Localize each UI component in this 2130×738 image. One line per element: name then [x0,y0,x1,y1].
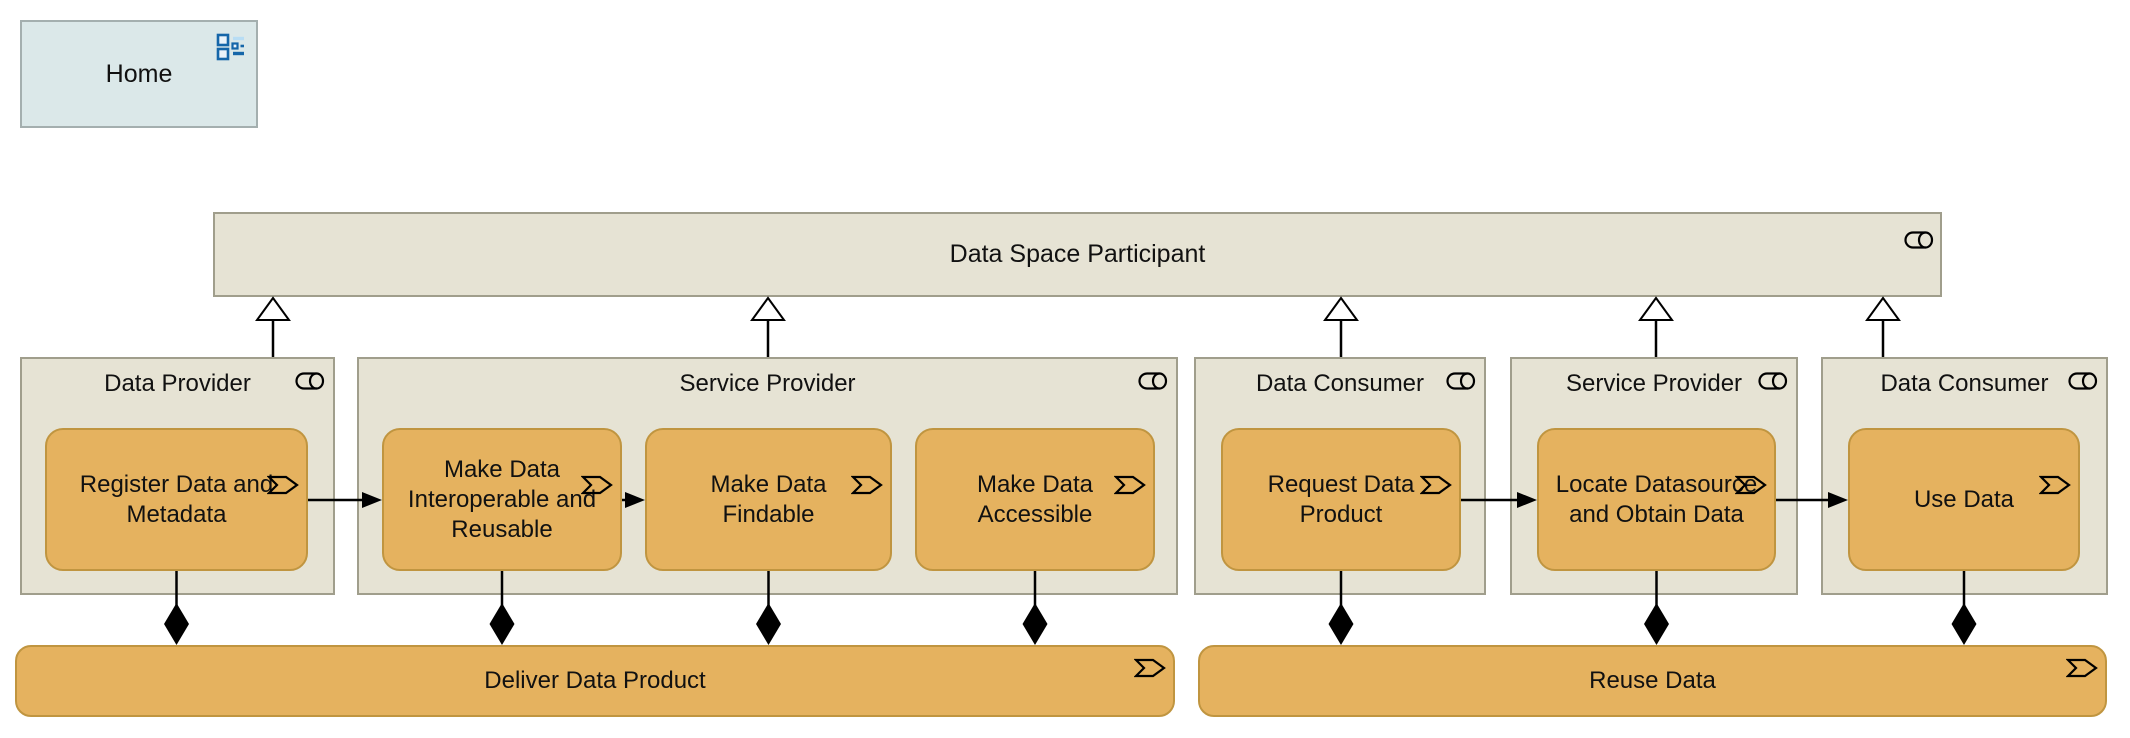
process-label: Make Data Interoperable and Reusable [407,455,597,543]
business-process-icon [1419,443,1452,503]
business-role-icon [1138,372,1168,395]
home-label: Home [105,59,173,88]
business-role-icon [1904,227,1934,256]
role-data-space-participant[interactable]: Data Space Participant [213,212,1942,297]
process-reuse-data[interactable]: Reuse Data [1198,645,2107,717]
business-role-icon [1446,372,1476,395]
process-make-data-findable[interactable]: Make Data Findable [645,428,892,571]
process-label: Register Data and Metadata [79,470,274,528]
composition-interoperable-to-deliver[interactable] [489,571,515,645]
process-label: Make Data Findable [710,470,827,528]
process-locate-datasource-and-obtain-data[interactable]: Locate Datasource and Obtain Data [1537,428,1776,571]
business-role-icon [295,372,325,395]
composition-findable-to-deliver[interactable] [756,571,781,645]
home-view-reference[interactable]: Home [20,20,258,128]
participant-label: Data Space Participant [949,240,1206,268]
role-label: Data Consumer [1880,370,2049,397]
specialization-data-provider[interactable] [255,296,291,357]
role-label: Data Consumer [1255,370,1425,397]
process-label: Reuse Data [1589,667,1716,694]
flow-request-to-locate[interactable] [1461,492,1537,508]
process-label: Request Data Product [1267,470,1415,528]
flow-register-to-interoperable[interactable] [308,492,382,508]
business-process-icon [850,443,883,503]
process-request-data-product[interactable]: Request Data Product [1221,428,1461,571]
business-process-icon [1113,443,1146,503]
process-label: Deliver Data Product [484,667,706,694]
process-label: Use Data [1913,485,2015,513]
process-deliver-data-product[interactable]: Deliver Data Product [15,645,1175,717]
specialization-service-provider-1[interactable] [750,296,786,357]
composition-usedata-to-reuse[interactable] [1951,571,1977,645]
flow-interoperable-to-findable[interactable] [622,492,645,508]
role-label: Service Provider [679,370,856,397]
business-role-icon [2068,372,2098,395]
composition-request-to-reuse[interactable] [1328,571,1354,645]
view-diagram-icon [216,32,246,69]
specialization-data-consumer-2[interactable] [1865,296,1901,357]
specialization-data-consumer-1[interactable] [1323,296,1359,357]
process-make-data-accessible[interactable]: Make Data Accessible [915,428,1155,571]
business-process-icon [1734,443,1767,503]
business-process-icon [2065,657,2098,686]
composition-accessible-to-deliver[interactable] [1022,571,1048,645]
specialization-service-provider-2[interactable] [1638,296,1674,357]
composition-locate-to-reuse[interactable] [1644,571,1669,645]
process-label: Locate Datasource and Obtain Data [1555,470,1758,528]
business-role-icon [1758,372,1788,395]
role-label: Service Provider [1565,370,1743,397]
process-register-data-and-metadata[interactable]: Register Data and Metadata [45,428,308,571]
business-process-icon [1133,657,1166,686]
business-process-icon [580,443,613,503]
composition-register-to-deliver[interactable] [164,571,189,645]
process-use-data[interactable]: Use Data [1848,428,2080,571]
business-process-icon [266,443,299,503]
process-label: Make Data Accessible [976,470,1094,528]
business-process-icon [2038,443,2071,503]
process-make-data-interoperable-and-reusable[interactable]: Make Data Interoperable and Reusable [382,428,622,571]
flow-locate-to-usedata[interactable] [1776,492,1848,508]
role-label: Data Provider [104,370,251,397]
